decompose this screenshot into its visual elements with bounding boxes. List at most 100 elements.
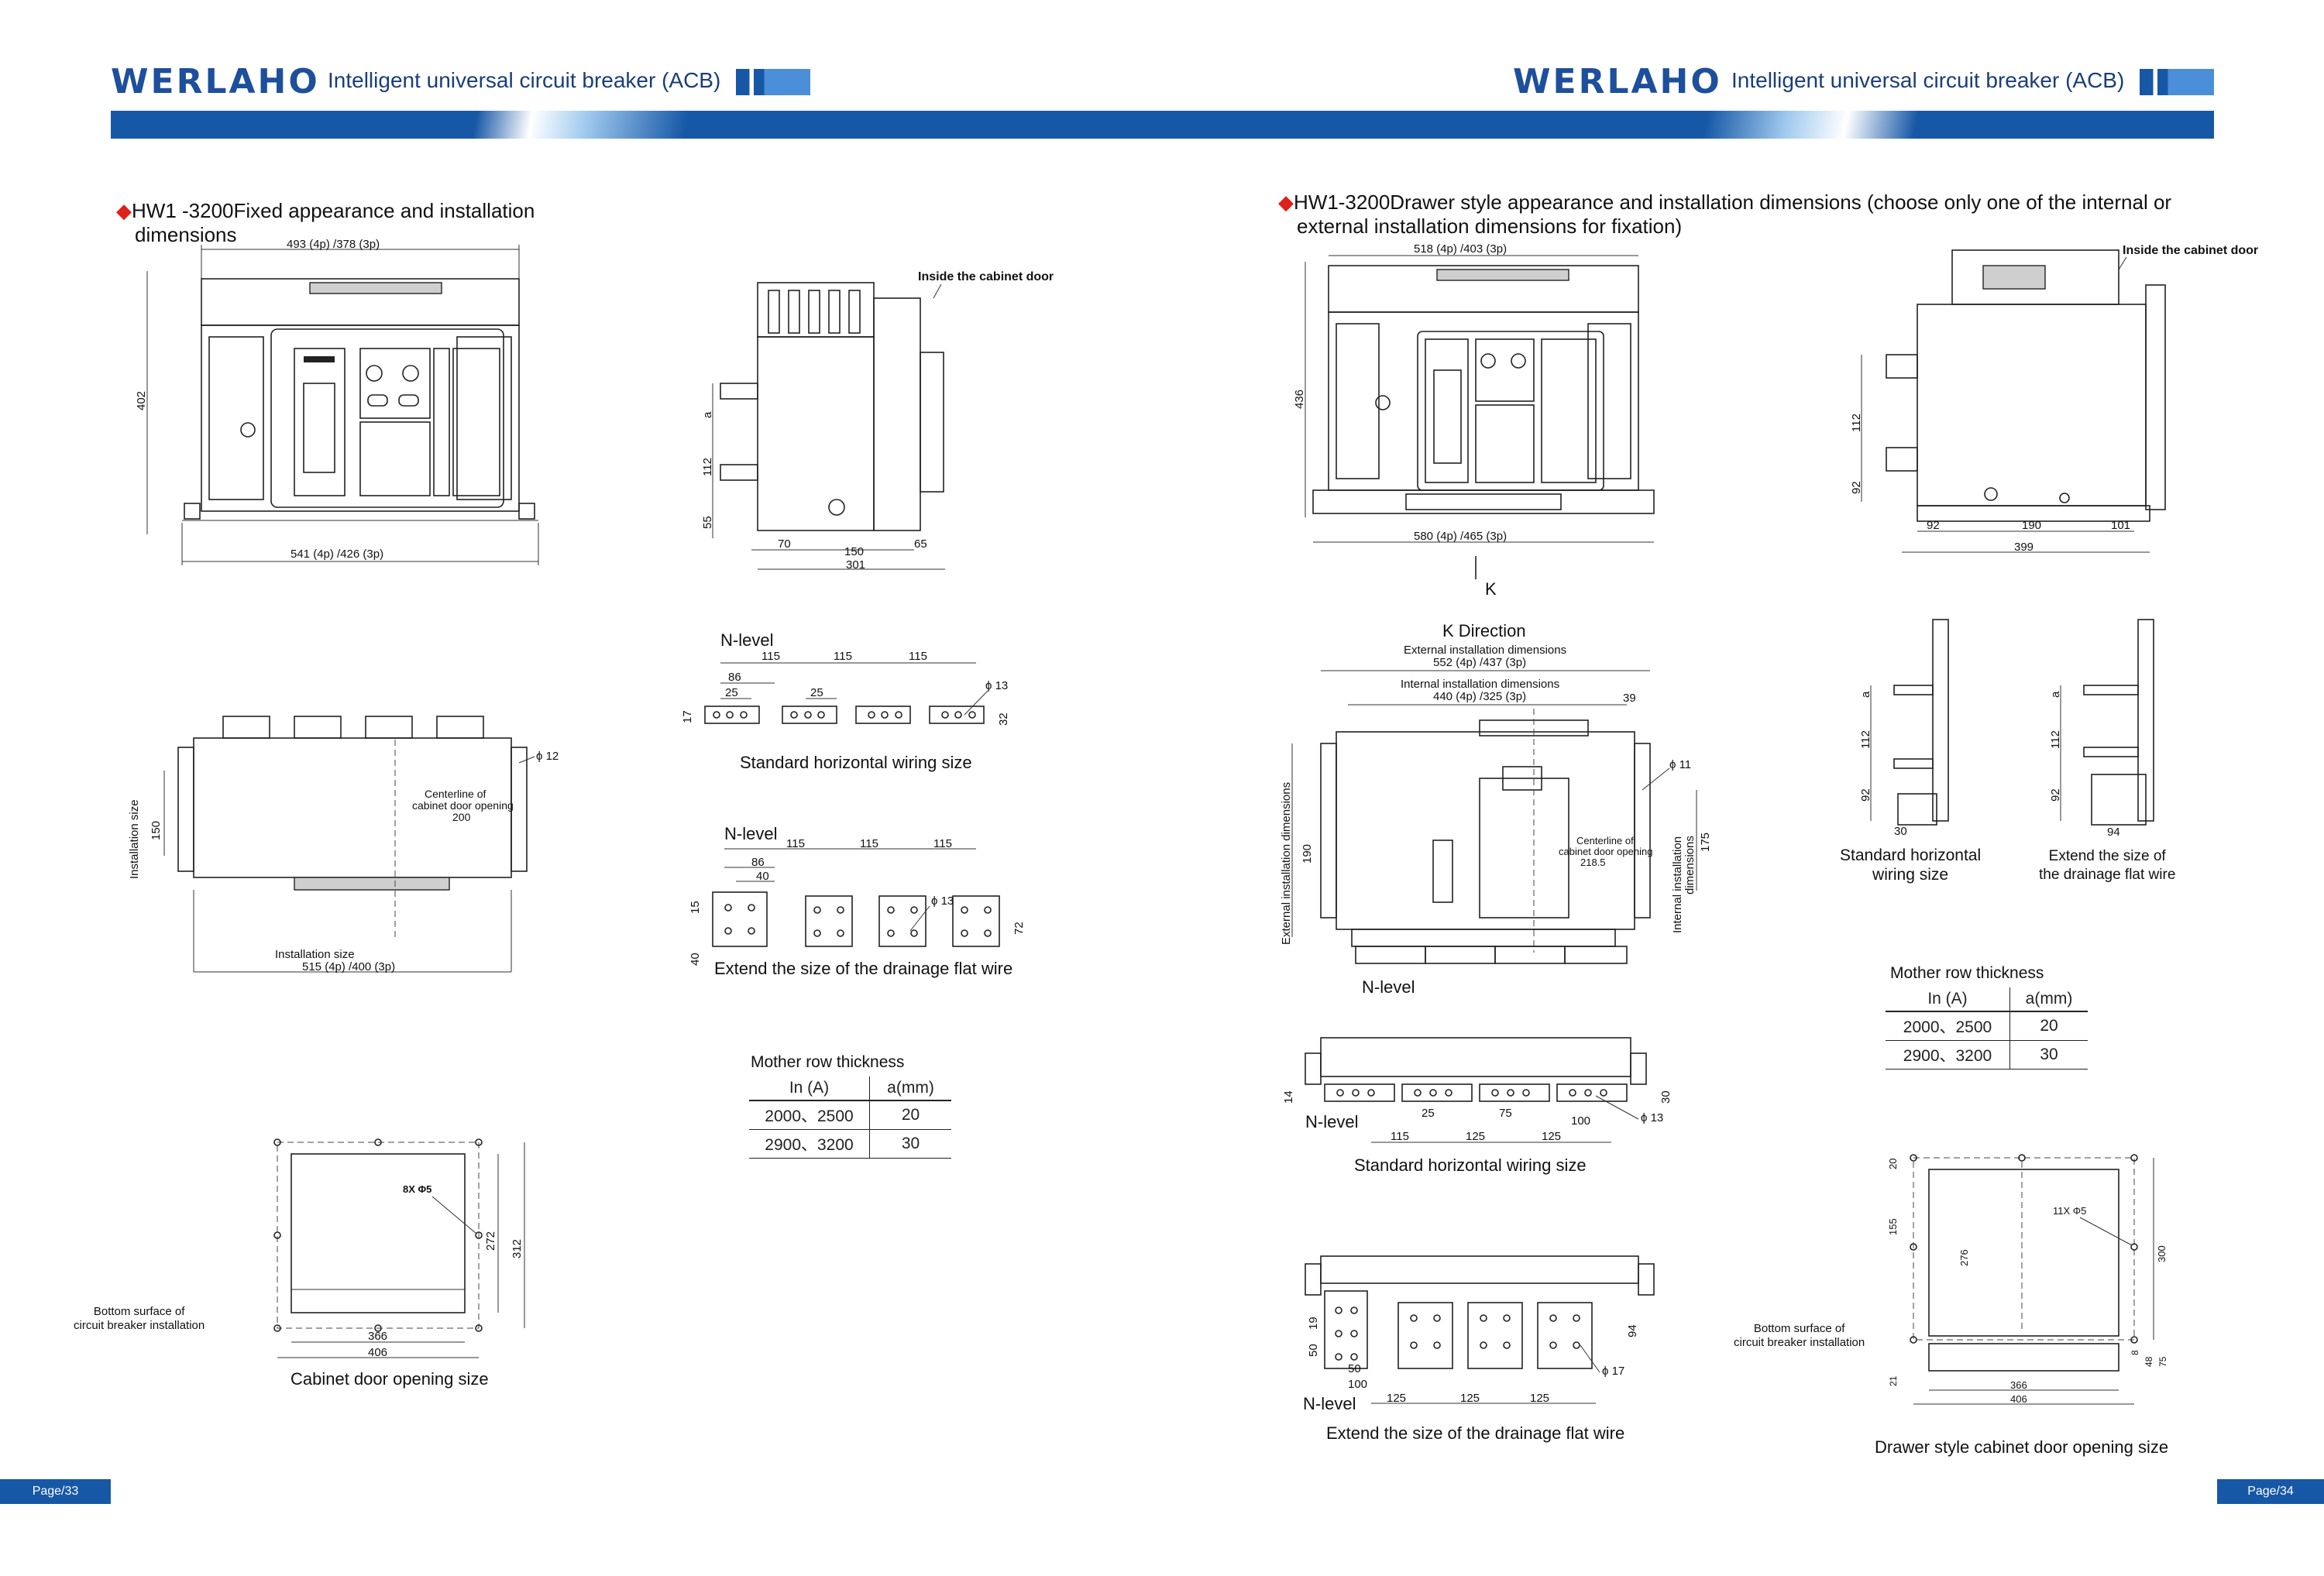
svg-text:Centerline of: Centerline of	[425, 788, 486, 800]
svg-text:N-level: N-level	[1305, 1112, 1358, 1131]
header-decor-right	[2140, 69, 2214, 95]
page-number-right: Page/34	[2217, 1479, 2324, 1504]
svg-text:115: 115	[1391, 1130, 1409, 1143]
header-band-left	[111, 111, 1217, 139]
wiring-vertical-right: 19 50 94 50 100 ϕ 17 N-level 125 125 125	[1303, 1255, 1655, 1413]
svg-text:32: 32	[997, 712, 1010, 726]
svg-text:17: 17	[681, 710, 694, 723]
red-diamond-icon: ◆	[1278, 191, 1294, 214]
svg-text:30: 30	[1894, 825, 1907, 838]
svg-text:40: 40	[689, 953, 702, 966]
svg-text:ϕ 13: ϕ 13	[931, 894, 954, 908]
wiring-side-horizontal-right: a 112 92 30	[1859, 619, 1949, 838]
svg-text:39: 39	[1623, 692, 1636, 705]
svg-text:272: 272	[484, 1231, 497, 1251]
section-title-right: ◆HW1-3200Drawer style appearance and ins…	[1278, 191, 2172, 238]
svg-text:50: 50	[1348, 1362, 1361, 1375]
svg-text:75: 75	[2157, 1356, 2168, 1367]
svg-text:20: 20	[1887, 1159, 1899, 1169]
svg-text:218.5: 218.5	[1580, 857, 1606, 868]
front-height-dim: 402	[135, 391, 148, 410]
svg-text:276: 276	[1958, 1249, 1970, 1266]
k-direction-title: K Direction	[1442, 621, 1526, 640]
svg-text:92: 92	[1927, 519, 1940, 532]
svg-text:552 (4p) /437 (3p): 552 (4p) /437 (3p)	[1433, 656, 1526, 669]
svg-text:92: 92	[1850, 481, 1863, 494]
mother-row-table-left: Mother row thickness In (A)a(mm) 2000、25…	[749, 1053, 951, 1159]
svg-text:115: 115	[834, 650, 852, 663]
svg-text:101: 101	[2111, 519, 2130, 532]
svg-text:112: 112	[2049, 730, 2062, 749]
svg-text:8: 8	[2130, 1350, 2140, 1355]
caption-wiring-vertical-right: Extend the size of the drainage flat wir…	[1326, 1423, 1625, 1443]
table-title: Mother row thickness	[751, 1053, 905, 1071]
front-top-dim: 493 (4p) /378 (3p)	[287, 238, 380, 251]
svg-text:112: 112	[1859, 730, 1872, 749]
svg-text:436: 436	[1293, 390, 1306, 409]
cabinet-door-cutout-left: 8X Φ5 272 312 366 406	[273, 1138, 525, 1359]
svg-text:300: 300	[2156, 1245, 2168, 1262]
svg-text:155: 155	[1887, 1218, 1899, 1235]
svg-text:112: 112	[1850, 414, 1863, 432]
brand-logo-right: WERLAHO	[1513, 62, 1722, 101]
svg-text:125: 125	[1530, 1392, 1549, 1405]
svg-text:ϕ 12: ϕ 12	[536, 750, 559, 763]
svg-text:cabinet door opening: cabinet door opening	[1559, 846, 1652, 857]
svg-text:ϕ 17: ϕ 17	[1602, 1365, 1624, 1378]
svg-text:ϕ 11: ϕ 11	[1669, 758, 1691, 771]
svg-text:92: 92	[1859, 788, 1872, 802]
table-title: Mother row thickness	[1890, 964, 2044, 982]
svg-text:Installation size: Installation size	[128, 799, 141, 879]
svg-text:200: 200	[452, 811, 471, 823]
svg-text:Internal installation dimensio: Internal installation dimensions	[1401, 678, 1559, 691]
svg-text:366: 366	[2010, 1379, 2027, 1391]
svg-text:515 (4p) /400 (3p): 515 (4p) /400 (3p)	[302, 960, 395, 973]
svg-text:K: K	[1485, 579, 1497, 599]
svg-text:440 (4p) /325 (3p): 440 (4p) /325 (3p)	[1433, 690, 1526, 703]
fixed-front-view: 493 (4p) /378 (3p) 402 541 (4p) /426 (3p…	[135, 238, 539, 565]
fixed-side-view: Inside the cabinet door 70 150 65 301 a …	[701, 270, 1054, 572]
svg-text:a: a	[701, 411, 714, 418]
svg-text:ϕ 13: ϕ 13	[1641, 1111, 1663, 1124]
header-band-right	[1217, 111, 2214, 139]
svg-text:25: 25	[1422, 1107, 1435, 1120]
drawer-front-view: 518 (4p) /403 (3p) 580 (4p) /465 (3p) 43…	[1293, 242, 1655, 599]
svg-text:86: 86	[751, 856, 765, 869]
svg-text:30: 30	[1659, 1090, 1673, 1104]
wiring-side-vertical-right: a 112 92 94	[2049, 619, 2154, 839]
svg-text:N-level: N-level	[720, 630, 773, 650]
svg-text:406: 406	[2010, 1393, 2027, 1405]
header-subtitle-left: Intelligent universal circuit breaker (A…	[328, 68, 721, 92]
svg-text:94: 94	[2107, 826, 2120, 839]
header-subtitle-right: Intelligent universal circuit breaker (A…	[1731, 68, 2125, 92]
svg-text:115: 115	[761, 650, 780, 663]
caption-wiring-vertical-left: Extend the size of the drainage flat wir…	[714, 959, 1013, 978]
caption-wiring-horizontal-right: Standard horizontal wiring size	[1354, 1155, 1587, 1175]
wiring-vertical-left: N-level 115 115 115 86 40 15 40 ϕ 13 72	[689, 824, 1026, 966]
mother-row-table-right: Mother row thickness In (A)a(mm) 2000、25…	[1886, 964, 2088, 1070]
svg-text:175: 175	[1699, 833, 1712, 852]
front-bottom-dim: 541 (4p) /426 (3p)	[290, 548, 383, 561]
svg-text:94: 94	[1626, 1324, 1639, 1337]
svg-text:a: a	[1859, 691, 1872, 698]
svg-text:150: 150	[844, 545, 864, 558]
svg-text:48: 48	[2144, 1356, 2154, 1367]
svg-text:Internal installation: Internal installation	[1671, 836, 1684, 933]
k-direction-view: External installation dimensions 552 (4p…	[1280, 644, 1712, 997]
header-decor-left	[736, 69, 810, 95]
svg-text:100: 100	[1571, 1114, 1590, 1128]
svg-text:312: 312	[511, 1239, 524, 1258]
svg-text:a: a	[2049, 691, 2062, 698]
svg-text:190: 190	[2022, 519, 2041, 532]
svg-text:125: 125	[1542, 1130, 1561, 1143]
svg-text:40: 40	[756, 870, 769, 883]
cabinet-door-cutout-right: 20 155 11X Φ5 276 300 8 48 75 21 366 406	[1887, 1154, 2168, 1405]
svg-text:150: 150	[150, 821, 163, 840]
installation-view-left: Installation size 515 (4p) /400 (3p) Cen…	[128, 716, 559, 973]
svg-text:86: 86	[728, 671, 741, 684]
